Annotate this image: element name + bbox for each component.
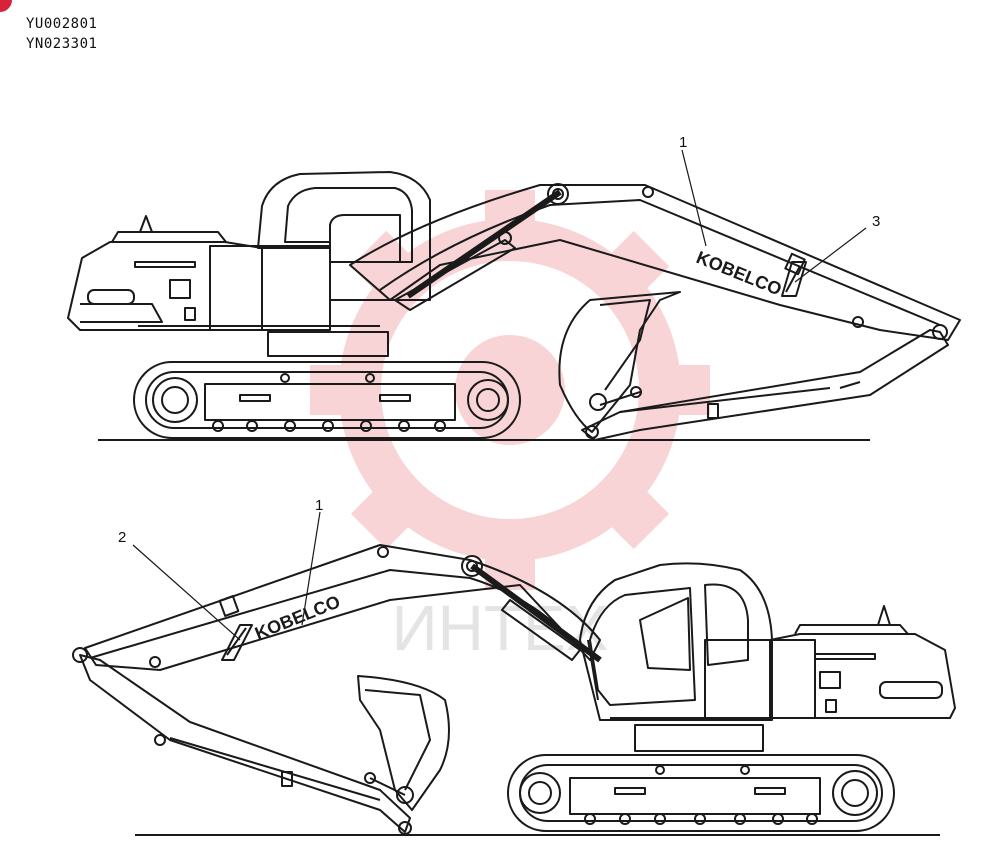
part-code-2: YN023301 [26, 36, 98, 52]
callout-2-bottom: 2 [118, 529, 126, 546]
leader-line-3-top [794, 227, 867, 283]
leader-line-1-top [681, 149, 707, 247]
operator-cab-top [257, 171, 431, 301]
watermark-text: ИНТЕХ [392, 592, 609, 664]
bucket-top [558, 291, 681, 433]
arm-top [581, 329, 949, 441]
arm-bottom [79, 654, 411, 833]
bucket-bottom [357, 675, 450, 811]
side-panel-top [209, 245, 331, 331]
boom-top [349, 184, 961, 341]
callout-3-top: 3 [872, 213, 880, 230]
stripe-decal-bottom [221, 624, 253, 661]
boom-bottom [84, 544, 601, 671]
leader-line-2-bottom [132, 544, 241, 641]
part-code-1: YU002801 [26, 16, 98, 32]
arm-cylinder-bottom [470, 563, 602, 663]
side-panel-bottom [704, 639, 816, 719]
leader-line-1-bottom [301, 511, 321, 626]
engine-hood-top [111, 231, 227, 243]
operator-cab-bottom [579, 562, 773, 721]
counterweight-bottom [769, 633, 956, 719]
watermark: ИНТЕХ [310, 190, 710, 664]
crawler-track-bottom [507, 754, 895, 832]
crawler-track-top [133, 361, 521, 439]
swing-bearing-top [267, 331, 389, 357]
cab-window-bottom [639, 597, 691, 671]
stripe-decal-top [781, 261, 807, 297]
swing-bearing-bottom [634, 724, 764, 752]
engine-hood-bottom [794, 624, 909, 635]
callout-1-bottom: 1 [315, 497, 323, 514]
watermark-gear-icon [310, 190, 710, 590]
boom-cylinder-top [394, 239, 516, 311]
boom-cylinder-bottom [501, 599, 581, 661]
callout-1-top: 1 [679, 134, 687, 151]
counterweight-top [67, 241, 263, 331]
